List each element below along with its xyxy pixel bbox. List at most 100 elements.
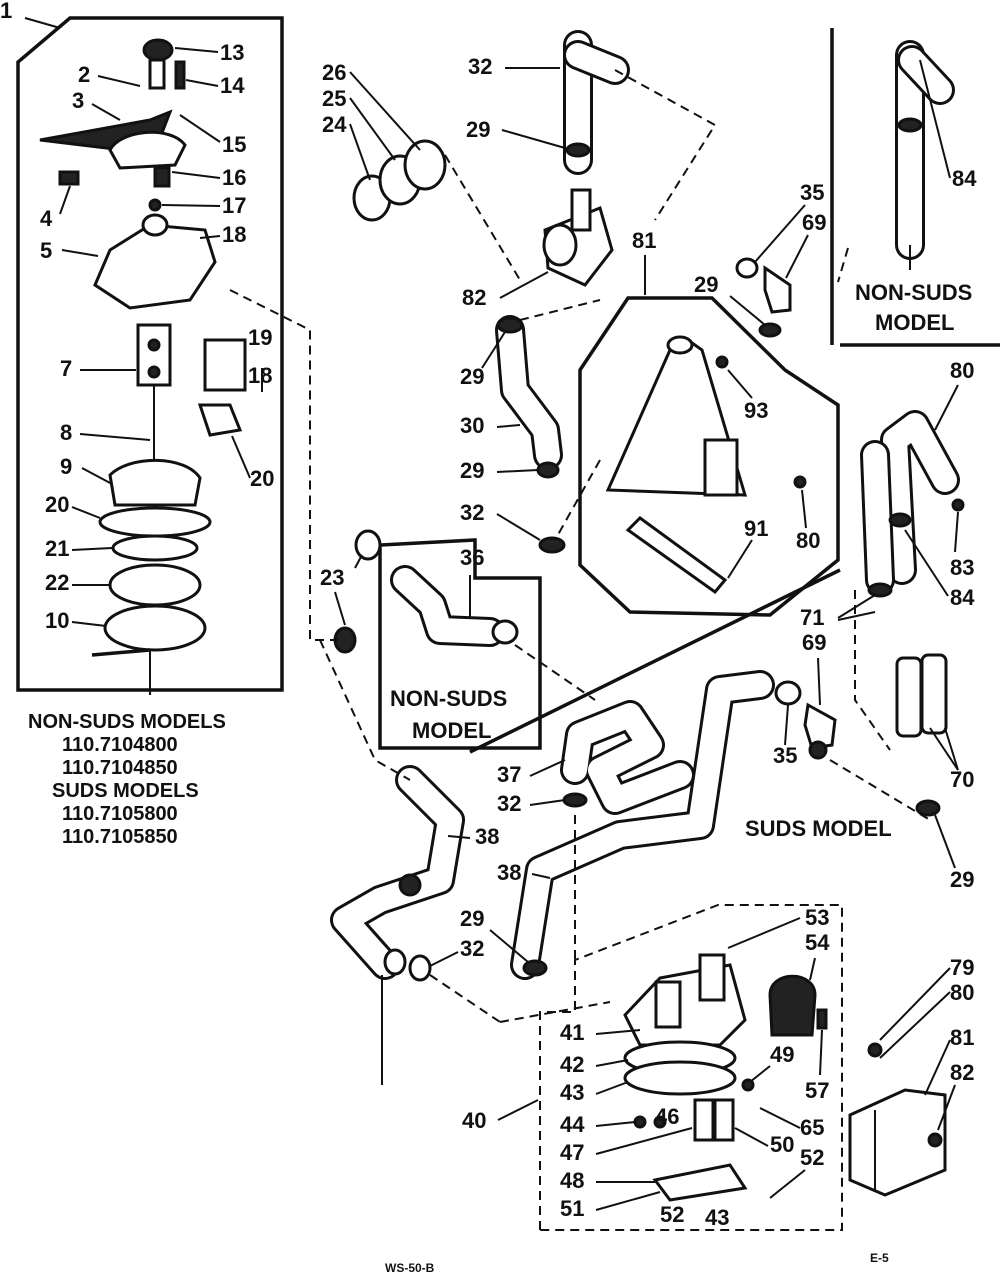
callout-21: 21 — [45, 536, 69, 561]
callout-41: 42 — [560, 1052, 584, 1077]
callout-29: 32 — [460, 500, 484, 525]
callout-37: 38 — [475, 824, 499, 849]
callout-17: 18 — [248, 363, 272, 388]
callout-54: 65 — [800, 1115, 824, 1140]
elbow-group-top: 35 69 29 — [694, 180, 826, 338]
callout-2: 2 — [78, 62, 90, 87]
hose-28-group: 29 30 29 32 — [460, 299, 601, 554]
callout-50: 52 — [660, 1202, 684, 1227]
callout-50-b: 52 — [800, 1145, 824, 1170]
callout-82: 80 — [950, 358, 974, 383]
left-callouts: 1 2 3 13 14 15 16 4 17 18 5 7 19 18 8 20… — [0, 0, 274, 633]
nonsuds-model-caption-top-2: MODEL — [875, 310, 954, 335]
callout-35: 36 — [460, 545, 484, 570]
nonsuds-model-caption-middle-1: NON-SUDS — [390, 686, 507, 711]
callout-5: 5 — [40, 238, 52, 263]
callout-69: 80 — [950, 980, 974, 1005]
callout-91: 91 — [744, 516, 768, 541]
model-number-1: 110.7104800 — [62, 734, 178, 756]
callout-32-b: 35 — [773, 743, 797, 768]
callout-15: 17 — [222, 193, 246, 218]
tub-assembly: 81 93 91 80 — [554, 228, 840, 617]
callout-65: 70 — [950, 767, 974, 792]
callout-93: 93 — [744, 398, 768, 423]
hose-37-group: 38 29 32 — [319, 639, 529, 1085]
callout-51: 53 — [805, 905, 829, 930]
nonsuds-model-caption-top-1: NON-SUDS — [855, 280, 972, 305]
callout-25: 25 — [322, 86, 346, 111]
nonsuds-box: 36 23 NON-SUDS MODEL — [229, 289, 596, 750]
left-panel — [16, 16, 284, 695]
callout-36: 37 — [497, 762, 521, 787]
callout-4: 4 — [40, 206, 53, 231]
model-number-4: 110.7105850 — [62, 826, 178, 848]
callout-81: 80 — [796, 528, 820, 553]
footer-page: E-5 — [870, 1251, 889, 1265]
callout-29-c: 32 — [460, 936, 484, 961]
callout-66: 71 — [800, 605, 824, 630]
callout-7: 7 — [60, 356, 72, 381]
callout-32: 35 — [800, 180, 824, 205]
callout-12: 14 — [220, 73, 245, 98]
callout-30: 32 — [468, 54, 492, 79]
callout-13: 15 — [222, 132, 246, 157]
callout-19: 20 — [250, 466, 274, 491]
callout-84-b: 84 — [950, 585, 975, 610]
callout-38: 38 — [497, 860, 521, 885]
nonsuds-model-caption-middle-2: MODEL — [412, 718, 491, 743]
callout-23: 23 — [320, 565, 344, 590]
callout-16: 18 — [222, 222, 246, 247]
callout-45: 47 — [560, 1140, 584, 1165]
footer-code: WS-50-B — [385, 1261, 435, 1275]
callout-14: 16 — [222, 165, 246, 190]
callout-47: 49 — [770, 1042, 794, 1067]
model-list: NON-SUDS MODELS 110.7104800 110.7104850 … — [28, 711, 226, 848]
callout-53: 57 — [805, 1078, 829, 1103]
callout-49: 51 — [560, 1196, 584, 1221]
callout-10: 10 — [45, 608, 69, 633]
callout-27-f: 29 — [460, 906, 484, 931]
model-number-3: 110.7105800 — [62, 803, 178, 825]
pump-assembly: 40 41 42 43 44 46 47 48 51 52 43 53 54 4… — [462, 904, 843, 1231]
callout-42-b: 43 — [705, 1205, 729, 1230]
callout-39: 40 — [462, 1108, 486, 1133]
callout-18: 19 — [248, 325, 272, 350]
callout-57: 69 — [802, 210, 826, 235]
callout-27-d: 29 — [694, 272, 718, 297]
callout-44: 46 — [655, 1104, 679, 1129]
callout-83: 83 — [950, 555, 974, 580]
suds-models-heading: SUDS MODELS — [52, 780, 199, 802]
callout-24: 24 — [322, 112, 347, 137]
callout-1: 1 — [0, 0, 12, 23]
callout-22: 22 — [45, 570, 69, 595]
suds-model-caption: SUDS MODEL — [745, 816, 892, 841]
callout-8: 8 — [60, 420, 72, 445]
bracket-group: 79 80 81 82 — [848, 955, 974, 1197]
right-middle-group: 80 83 84 71 70 — [800, 358, 975, 792]
callout-26: 26 — [322, 60, 346, 85]
right-top-group: 84 NON-SUDS MODEL — [830, 28, 1000, 347]
callout-42: 43 — [560, 1080, 584, 1105]
callout-3: 3 — [72, 88, 84, 113]
callout-70: 81 — [950, 1025, 974, 1050]
callout-52: 54 — [805, 930, 830, 955]
callout-20: 20 — [45, 492, 69, 517]
callout-9: 9 — [60, 454, 72, 479]
callout-43: 44 — [560, 1112, 585, 1137]
callout-27-b: 29 — [460, 364, 484, 389]
callout-79: 81 — [632, 228, 656, 253]
callout-27: 29 — [466, 117, 490, 142]
callout-40: 41 — [560, 1020, 584, 1045]
suds-hose-group: 37 32 38 69 35 SUDS MODEL 29 — [469, 568, 974, 980]
callout-80: 82 — [462, 285, 486, 310]
callout-28: 30 — [460, 413, 484, 438]
callout-29-b: 32 — [497, 791, 521, 816]
callout-68: 79 — [950, 955, 974, 980]
model-number-2: 110.7104850 — [62, 757, 178, 779]
callout-46: 48 — [560, 1168, 584, 1193]
top-hose-group: 32 29 82 — [462, 30, 717, 310]
seal-group: 26 25 24 — [322, 60, 521, 281]
callout-84: 84 — [952, 166, 977, 191]
callout-71: 82 — [950, 1060, 974, 1085]
